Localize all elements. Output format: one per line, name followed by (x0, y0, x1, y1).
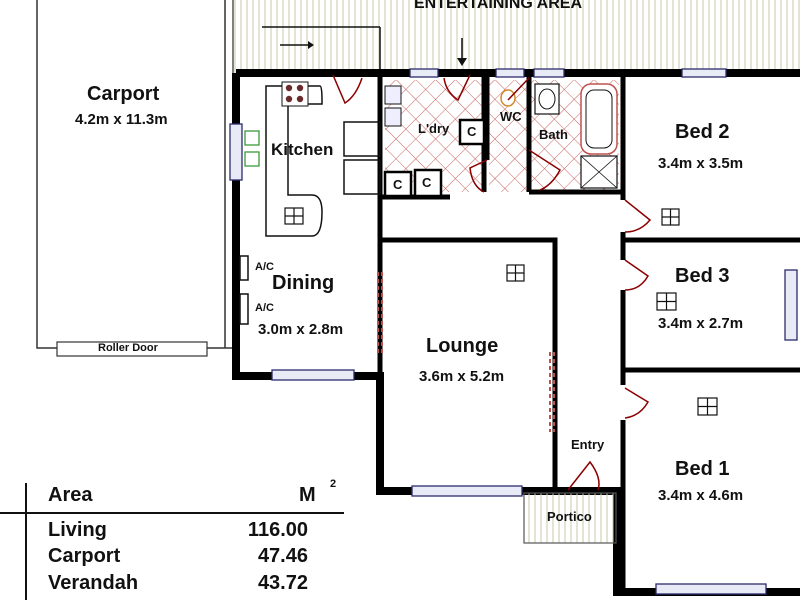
cupboard-hall-right (413, 168, 443, 198)
stove-burner (296, 84, 304, 92)
cupboard-label: C (422, 175, 432, 190)
bed3-label: Bed 3 (675, 265, 730, 287)
stove-icon (281, 81, 309, 107)
entry-arrow-icon (457, 38, 467, 66)
dining-label: Dining (272, 272, 335, 294)
ac-unit-icon (239, 255, 249, 281)
portico-label: Portico (547, 509, 592, 524)
area-row-name: Verandah (48, 572, 139, 594)
area-table-header-unit: M (299, 484, 316, 506)
fridge-space (343, 121, 381, 157)
basin-icon (538, 88, 556, 110)
entertaining-area-label: ENTERTAINING AREA (414, 0, 582, 12)
area-row-name: Living (48, 519, 107, 541)
kitchen-label: Kitchen (271, 140, 334, 159)
bed2-dimensions: 3.4m x 3.5m (658, 155, 744, 172)
direction-arrow-icon (280, 41, 314, 49)
bed2-label: Bed 2 (675, 121, 730, 143)
lounge-dimensions: 3.6m x 5.2m (419, 368, 505, 385)
ac-label: A/C (255, 302, 274, 314)
cupboard-label: C (467, 124, 477, 139)
area-row-value: 116.00 (247, 519, 308, 541)
sink-icon (244, 151, 260, 167)
area-row-name: Carport (48, 545, 121, 567)
ac-label: A/C (255, 261, 274, 273)
door-swing-icon (332, 74, 652, 491)
roller-door-label: Roller Door (98, 342, 158, 354)
area-row-value: 47.46 (257, 545, 308, 567)
toilet-icon (500, 89, 516, 107)
laundry-trough-icon (384, 107, 402, 127)
windows (229, 68, 798, 595)
cupboard-laundry (458, 118, 486, 146)
dining-dimensions: 3.0m x 2.8m (258, 321, 344, 338)
area-table-header-unit-sup: 2 (330, 478, 337, 490)
window-grid-icon (284, 207, 718, 416)
stove-burner (285, 84, 293, 92)
lounge-label: Lounge (426, 335, 499, 357)
carport-label: Carport (87, 83, 160, 105)
stove-burner (296, 95, 304, 103)
carport-outline (36, 0, 232, 349)
wc-label: WC (500, 109, 522, 124)
verandah-area (233, 0, 800, 73)
kitchen-bench (265, 85, 323, 237)
roller-door (56, 341, 208, 357)
bathtub-icon (580, 83, 618, 155)
cupboard-label: C (393, 177, 403, 192)
area-row-value: 43.72 (257, 572, 308, 594)
portico-area (523, 492, 617, 544)
ac-unit-icon (239, 293, 249, 325)
pantry-space (343, 159, 381, 195)
cupboard-hall-left (383, 170, 413, 198)
bed3-dimensions: 3.4m x 2.7m (658, 315, 744, 332)
carport-dimensions: 4.2m x 11.3m (75, 111, 168, 128)
sliding-door (377, 272, 555, 432)
area-table-header-label: Area (48, 484, 93, 506)
stove-burner (285, 95, 293, 103)
bath-label: Bath (539, 127, 568, 142)
sink-icon (244, 130, 260, 146)
bathtub-inner (585, 89, 613, 149)
bed1-label: Bed 1 (675, 458, 730, 480)
entry-label: Entry (571, 437, 605, 452)
laundry-label: L'dry (418, 121, 450, 136)
shower-icon (580, 155, 618, 189)
laundry-trough-icon (384, 85, 402, 105)
bed1-dimensions: 3.4m x 4.6m (658, 487, 744, 504)
